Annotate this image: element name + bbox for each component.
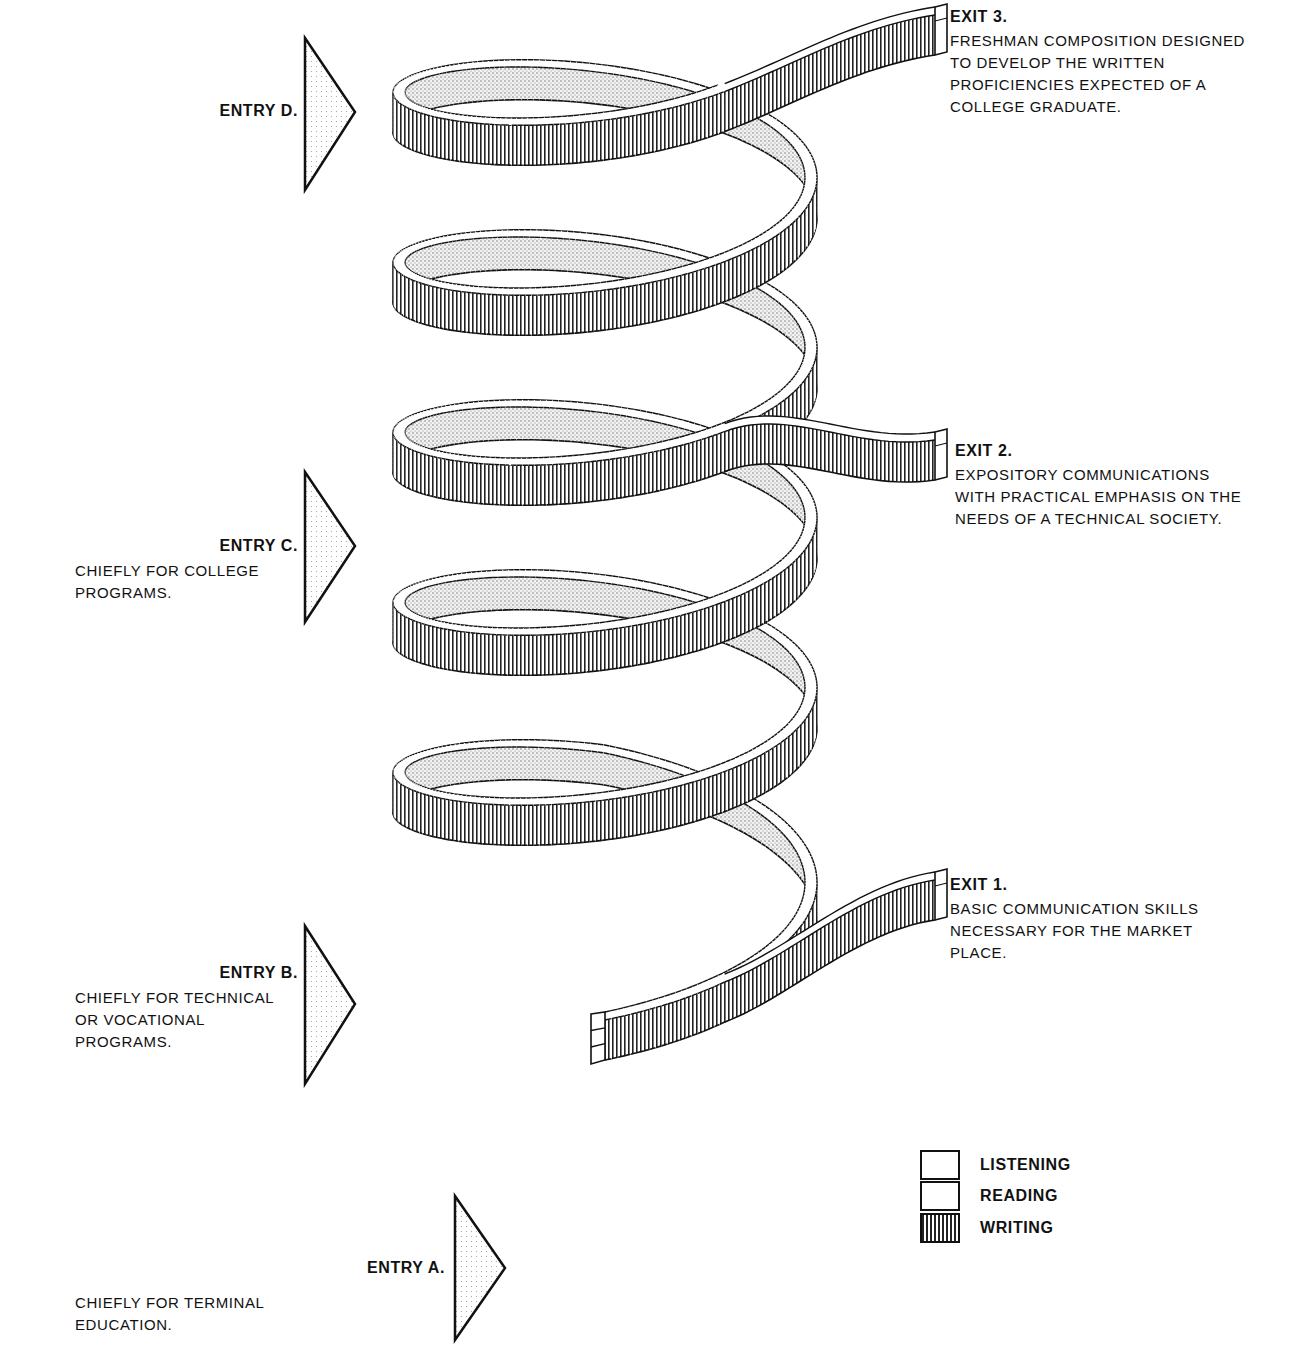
ribbon-segment (481, 287, 493, 334)
program-note: CHIEFLY FOR COLLEGE PROGRAMS. (75, 560, 290, 604)
ribbon-segment (483, 797, 495, 844)
legend-swatch (920, 1213, 960, 1243)
exit-ribbon (725, 416, 947, 482)
program-note: CHIEFLY FOR TERMINAL EDUCATION. (75, 1292, 290, 1336)
ribbon-segment (488, 798, 500, 845)
program-note: BASIC COMMUNICATION SKILLS NECESSARY FOR… (950, 898, 1210, 964)
ribbon-segment (615, 747, 622, 788)
program-note: CHIEFLY FOR TECHNICAL OR VOCATIONAL PROG… (75, 987, 300, 1053)
ribbon-segment (484, 457, 496, 504)
ribbon-segment (609, 746, 616, 787)
legend-label: LISTENING (980, 1154, 1071, 1176)
ribbon-segment (593, 574, 600, 615)
ribbon-segment (599, 234, 605, 275)
legend-label: WRITING (980, 1217, 1054, 1239)
ribbon-segment (594, 283, 601, 332)
ribbon-segment (595, 64, 602, 105)
entry-triangle (455, 1196, 505, 1340)
helix-ribbon (393, 60, 817, 1064)
ribbon-segment (609, 451, 616, 500)
ribbon-segment (602, 405, 608, 446)
ribbon-segment (603, 451, 609, 500)
exit-ribbon (725, 4, 947, 132)
ribbon-segment (611, 236, 618, 277)
entry-exit-heading: EXIT 2. (955, 440, 1255, 462)
entry-exit-heading: EXIT 1. (950, 874, 1250, 896)
ribbon-segment (606, 575, 612, 616)
ribbon-segment (487, 287, 499, 334)
ribbon-segment (605, 235, 611, 276)
entry-triangles (305, 38, 505, 1340)
ribbon-segment (615, 406, 622, 447)
ribbon-segment (593, 234, 600, 275)
ribbon-segment (491, 628, 503, 675)
ribbon-segment (596, 404, 603, 445)
exit-ribbon (725, 869, 947, 1022)
entry-exit-heading: ENTRY D. (58, 100, 298, 122)
ribbon-segment (616, 110, 623, 159)
ribbon-segment (602, 792, 608, 841)
entry-exit-heading: ENTRY C. (58, 535, 298, 557)
ribbon-segment (597, 452, 603, 501)
ribbon-segment (600, 574, 606, 615)
ribbon-segment (591, 113, 598, 162)
ribbon-segment (612, 620, 619, 669)
ribbon-segment (612, 576, 619, 617)
ribbon-segment (500, 458, 511, 505)
ribbon-segment (609, 405, 616, 446)
legend-swatch (920, 1181, 960, 1211)
program-note: FRESHMAN COMPOSITION DESIGNED TO DEVELOP… (950, 30, 1250, 118)
ribbon-end (591, 1012, 605, 1064)
legend-swatch (920, 1150, 960, 1180)
entry-exit-heading: ENTRY B. (58, 962, 298, 984)
ribbon-segment (608, 65, 615, 106)
ribbon-segment (608, 791, 615, 840)
ribbon-segment (614, 66, 621, 107)
ribbon-segment (587, 283, 594, 332)
ribbon-segment (606, 281, 612, 330)
ribbon-segment (602, 65, 608, 106)
program-note: EXPOSITORY COMMUNICATIONS WITH PRACTICAL… (955, 464, 1245, 530)
ribbon-segment (490, 118, 502, 165)
ribbon-segment (611, 1009, 618, 1058)
ribbon-segment (494, 458, 505, 505)
exit-ribbons (725, 4, 947, 1022)
ribbon-segment (497, 628, 508, 675)
ribbon-segment (605, 1011, 611, 1060)
ribbon-segment (600, 282, 606, 331)
ribbon-segment (492, 288, 504, 335)
ribbon-segment (484, 117, 496, 164)
ribbon-segment (486, 627, 498, 674)
ribbon-segment (606, 621, 612, 670)
ribbon-segment (597, 744, 603, 785)
ribbon-segment (590, 453, 597, 502)
ribbon-segment (589, 793, 596, 842)
entry-exit-heading: ENTRY A. (200, 1257, 445, 1279)
ribbon-segment (489, 458, 501, 505)
ribbon-segment (596, 792, 603, 841)
ribbon-segment (603, 745, 609, 786)
ribbon-segment (500, 118, 511, 165)
ribbon-segment (612, 280, 619, 329)
ribbon-segment (597, 112, 603, 161)
entry-triangle (305, 38, 355, 190)
ribbon-segment (494, 798, 505, 845)
ribbon-segment (499, 798, 510, 845)
ribbon-segment (593, 623, 600, 672)
ribbon-segment (511, 458, 522, 505)
ribbon-segment (604, 111, 610, 160)
ribbon-segment (512, 118, 523, 165)
legend-label: READING (980, 1185, 1058, 1207)
ribbon-segment (599, 622, 605, 671)
ribbon-segment (614, 790, 621, 839)
ribbon-segment (610, 110, 617, 159)
entry-triangle (305, 472, 355, 622)
ribbon-segment (497, 288, 508, 335)
entry-triangle (305, 926, 355, 1084)
entry-exit-heading: EXIT 3. (950, 6, 1250, 28)
ribbon-segment (495, 118, 506, 165)
ribbon-segment (615, 450, 622, 499)
